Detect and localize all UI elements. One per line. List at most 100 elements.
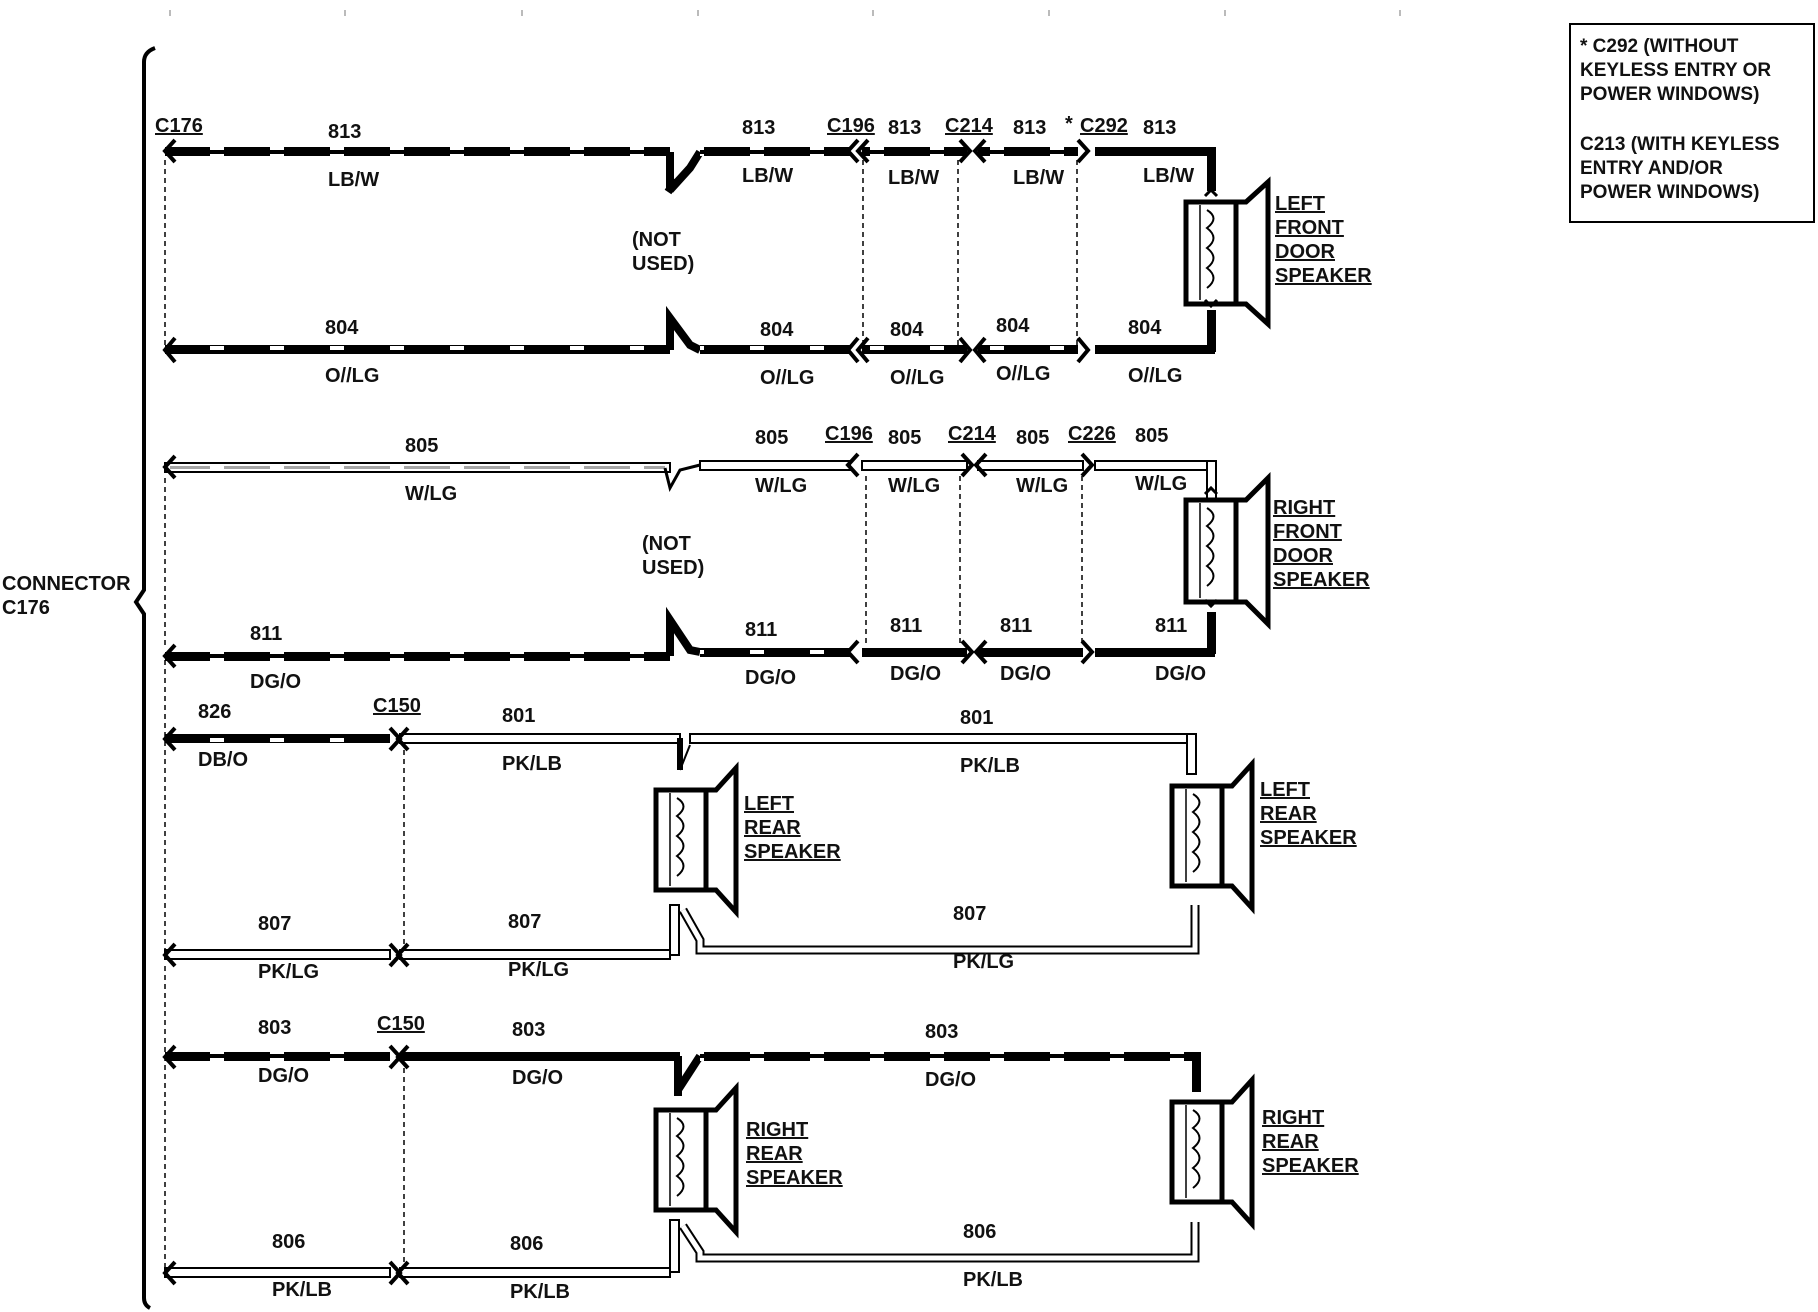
wire-813-color-3: LB/W [888, 167, 939, 189]
row1-dashed-links [164, 160, 1078, 345]
not-used-label-1-line1: (NOT [632, 229, 681, 251]
row3-connector-arrows [162, 726, 410, 968]
legend-line-2: KEYLESS ENTRY OR [1580, 60, 1771, 81]
left-front-speaker-symbol [1183, 176, 1271, 330]
right-rear-speaker-label-b-1: RIGHT [1262, 1107, 1324, 1129]
not-used-label-2-line1: (NOT [642, 533, 691, 555]
legend-line-6: POWER WINDOWS) [1580, 182, 1759, 203]
wire-811-circuit-4: 811 [1000, 615, 1032, 637]
left-rear-speaker-label-a-3: SPEAKER [744, 841, 841, 863]
wire-805-circuit-2: 805 [755, 427, 788, 449]
left-rear-speaker-label-a-1: LEFT [744, 793, 794, 815]
wire-804-color-2: O//LG [760, 367, 814, 389]
right-rear-speaker-label-a-1: RIGHT [746, 1119, 808, 1141]
wire-806-circuit-2: 806 [510, 1233, 543, 1255]
wire-801-color-1: PK/LB [502, 753, 562, 775]
wire-804-circuit-1: 804 [325, 317, 359, 339]
wire-804-circuit-2: 804 [760, 319, 794, 341]
legend-box [1569, 23, 1815, 223]
circuit-811-wire [165, 606, 1216, 661]
wire-803-circuit-2: 803 [512, 1019, 545, 1041]
wire-807-color-2: PK/LG [508, 959, 569, 981]
row4-connector-arrows [162, 1044, 410, 1286]
wire-805-color-5: W/LG [1135, 473, 1187, 495]
left-front-speaker-label-3: DOOR [1275, 241, 1336, 263]
connector-c214-label-a: C214 [945, 115, 994, 137]
wire-811-color-4: DG/O [1000, 663, 1051, 685]
right-rear-speaker-label-a-2: REAR [746, 1143, 803, 1165]
legend-line-1: * C292 (WITHOUT [1580, 36, 1739, 57]
wire-801-circuit-2: 801 [960, 707, 993, 729]
wire-804-color-4: O//LG [996, 363, 1050, 385]
wire-811-color-3: DG/O [890, 663, 941, 685]
row2-dashed-links [164, 476, 1083, 648]
wire-813-color-4: LB/W [1013, 167, 1064, 189]
left-rear-speaker-label-b-3: SPEAKER [1260, 827, 1357, 849]
right-front-speaker-label-2: FRONT [1273, 521, 1342, 543]
wire-806-color-1: PK/LB [272, 1279, 332, 1301]
row2-connector-arrows [162, 452, 1095, 669]
left-rear-speaker-symbol-2 [1169, 757, 1255, 915]
connector-c196-label-a: C196 [827, 115, 875, 137]
wire-803-circuit-3: 803 [925, 1021, 958, 1043]
row3-dashed-links [164, 660, 405, 950]
connector-c196-label-b: C196 [825, 423, 873, 445]
wire-807-color-3: PK/LG [953, 951, 1014, 973]
row4-dashed-links [164, 966, 405, 1268]
main-connector-label-line1: CONNECTOR [2, 573, 131, 595]
circuit-826-wire [165, 734, 390, 743]
right-front-speaker-label-3: DOOR [1273, 545, 1334, 567]
wire-804-circuit-3: 804 [890, 319, 924, 341]
right-front-speaker-symbol [1183, 471, 1271, 631]
wire-801-color-2: PK/LB [960, 755, 1020, 777]
circuit-813-wire [165, 147, 1216, 195]
left-rear-speaker-label-b-1: LEFT [1260, 779, 1310, 801]
circuit-801-wire [399, 733, 1197, 775]
circuit-806-wire [164, 1219, 1200, 1278]
wire-805-circuit-4: 805 [1016, 427, 1049, 449]
wire-807-circuit-3: 807 [953, 903, 986, 925]
right-rear-speaker-label-b-3: SPEAKER [1262, 1155, 1359, 1177]
wire-803-color-3: DG/O [925, 1069, 976, 1091]
legend-line-3: POWER WINDOWS) [1580, 84, 1759, 105]
wire-813-circuit-2: 813 [742, 117, 775, 139]
not-used-label-2-line2: USED) [642, 557, 704, 579]
legend-line-5: ENTRY AND/OR [1580, 158, 1723, 179]
connector-c150-label-a: C150 [373, 695, 421, 717]
wire-805-circuit-3: 805 [888, 427, 921, 449]
wire-811-circuit-5: 811 [1155, 615, 1187, 637]
top-tick-marks [169, 10, 1401, 16]
left-rear-speaker-label-a-2: REAR [744, 817, 801, 839]
wire-805-color-1: W/LG [405, 483, 457, 505]
right-rear-speaker-symbol-2 [1169, 1073, 1255, 1231]
wire-806-circuit-1: 806 [272, 1231, 305, 1253]
left-rear-speaker-label-b-2: REAR [1260, 803, 1317, 825]
wire-813-color-1: LB/W [328, 169, 379, 191]
wire-805-circuit-1: 805 [405, 435, 438, 457]
connector-c292-label: C292 [1080, 115, 1128, 137]
connector-c214-label-b: C214 [948, 423, 997, 445]
right-rear-speaker-symbol-1 [653, 1081, 739, 1239]
wire-805-color-4: W/LG [1016, 475, 1068, 497]
connector-c176-label: C176 [155, 115, 203, 137]
wire-813-circuit-4: 813 [1013, 117, 1046, 139]
wire-807-circuit-1: 807 [258, 913, 291, 935]
wire-804-circuit-4: 804 [996, 315, 1030, 337]
wire-806-color-3: PK/LB [963, 1269, 1023, 1291]
wire-803-circuit-1: 803 [258, 1017, 291, 1039]
right-rear-speaker-label-a-3: SPEAKER [746, 1167, 843, 1189]
connector-c292-star: * [1065, 113, 1073, 135]
wire-813-circuit-3: 813 [888, 117, 921, 139]
left-front-speaker-label-1: LEFT [1275, 193, 1325, 215]
wire-811-color-1: DG/O [250, 671, 301, 693]
wire-805-circuit-5: 805 [1135, 425, 1168, 447]
wire-807-color-1: PK/LG [258, 961, 319, 983]
wire-826-color: DB/O [198, 749, 248, 771]
main-connector-label-line2: C176 [2, 597, 50, 619]
wire-811-circuit-2: 811 [745, 619, 777, 641]
wire-804-color-1: O//LG [325, 365, 379, 387]
wire-813-color-2: LB/W [742, 165, 793, 187]
wire-811-color-2: DG/O [745, 667, 796, 689]
right-rear-speaker-label-b-2: REAR [1262, 1131, 1319, 1153]
right-front-speaker-label-4: SPEAKER [1273, 569, 1370, 591]
